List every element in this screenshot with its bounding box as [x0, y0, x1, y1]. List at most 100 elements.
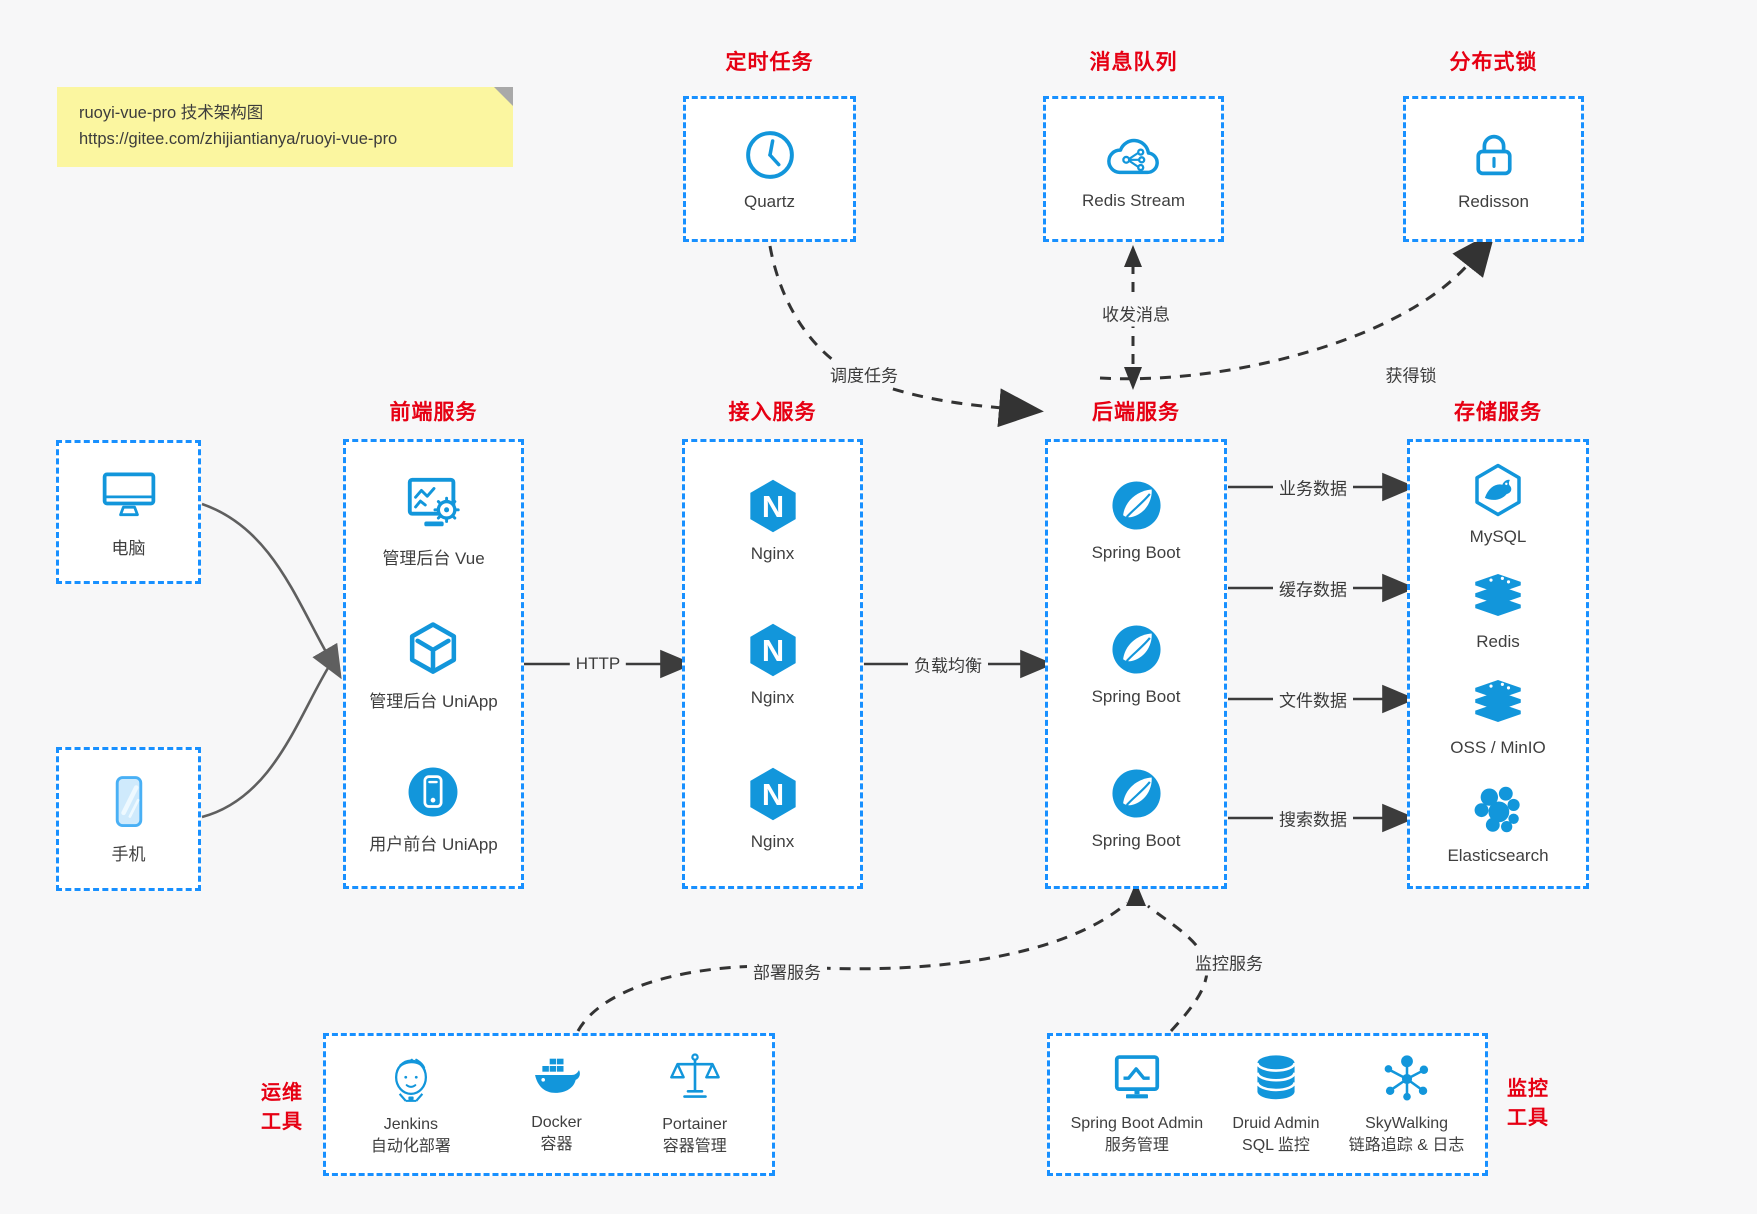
node-label: Redisson	[1458, 191, 1529, 211]
title-access-services: 接入服务	[728, 401, 817, 424]
node-admin-vue: 管理后台 Vue	[382, 473, 485, 569]
node-redisson: Redisson	[1458, 127, 1529, 212]
node-desc: 自动化部署	[370, 1138, 451, 1155]
node-label: 用户前台 UniApp	[369, 834, 498, 854]
node-label: 电脑	[111, 539, 146, 558]
node-desc: 链路追踪 & 日志	[1348, 1137, 1465, 1154]
node-label: Redis Stream	[1082, 190, 1185, 210]
nginx-icon	[744, 621, 802, 679]
cloud-stream-icon	[1102, 128, 1164, 182]
note-url: https://gitee.com/zhijiantianya/ruoyi-vu…	[79, 130, 398, 149]
node-phone: 手机	[100, 773, 158, 865]
spring-boot-icon	[1108, 477, 1165, 534]
box-redis-stream: Redis Stream	[1043, 96, 1224, 242]
node-admin-uniapp: 管理后台 UniApp	[369, 620, 498, 712]
node-label: OSS / MinIO	[1450, 737, 1546, 757]
mysql-icon	[1470, 462, 1526, 518]
box-frontend-services: 管理后台 Vue 管理后台 UniApp 用户前台 UniApp	[343, 439, 524, 889]
node-user-front-uniapp: 用户前台 UniApp	[369, 763, 498, 855]
node-spring-boot-2: Spring Boot	[1091, 621, 1181, 707]
druid-icon	[1249, 1052, 1303, 1106]
edge-label-http: HTTP	[569, 653, 627, 675]
user-front-phone-icon	[404, 763, 462, 821]
node-desc: SQL 监控	[1242, 1137, 1310, 1154]
title-distributed-lock: 分布式锁	[1449, 51, 1538, 74]
node-label: Elasticsearch	[1447, 846, 1549, 866]
box-backend-services: Spring Boot Spring Boot Spring Boot	[1045, 439, 1227, 889]
node-nginx-3: Nginx	[744, 765, 802, 852]
spring-boot-icon	[1108, 621, 1165, 678]
elasticsearch-icon	[1470, 785, 1526, 837]
node-name: Docker	[531, 1114, 582, 1132]
jenkins-icon	[383, 1051, 439, 1107]
redis-stack-icon	[1470, 574, 1526, 623]
node-docker: Docker 容器	[529, 1053, 585, 1155]
edge-label-business-data: 业务数据	[1273, 473, 1353, 501]
mobile-icon	[100, 773, 158, 831]
node-label: Spring Boot	[1091, 687, 1181, 706]
note-title: ruoyi-vue-pro 技术架构图	[79, 104, 264, 122]
title-ops-tools: 运维 工具	[250, 1079, 314, 1137]
side-title-line: 监控	[1507, 1078, 1549, 1100]
node-name: Jenkins	[383, 1116, 438, 1134]
box-redisson: Redisson	[1403, 96, 1584, 242]
spring-boot-icon	[1108, 765, 1165, 822]
side-title-line: 运维	[261, 1082, 303, 1104]
lock-icon	[1466, 127, 1522, 183]
node-name: Druid Admin	[1232, 1115, 1320, 1133]
edge-phone-to-frontend	[201, 662, 333, 819]
box-access-services: Nginx Nginx Nginx	[682, 439, 863, 889]
nginx-icon	[744, 477, 802, 535]
box-ops-tools: Jenkins 自动化部署 Docker 容器 Portainer 容器管理	[323, 1033, 775, 1176]
node-desc: 容器管理	[662, 1138, 727, 1155]
node-label: Nginx	[750, 831, 795, 851]
node-label: 管理后台 UniApp	[369, 691, 498, 711]
node-oss-minio: OSS / MinIO	[1450, 680, 1546, 758]
node-label: Redis	[1476, 632, 1520, 652]
node-portainer: Portainer 容器管理	[662, 1051, 727, 1157]
edge-deploy	[576, 901, 1128, 1032]
node-name: SkyWalking	[1365, 1115, 1449, 1133]
node-jenkins: Jenkins 自动化部署	[371, 1051, 451, 1157]
node-skywalking: SkyWalking 链路追踪 & 日志	[1348, 1052, 1465, 1156]
edge-label-file-data: 文件数据	[1273, 685, 1353, 713]
node-quartz: Quartz	[742, 127, 798, 212]
spring-boot-admin-icon	[1110, 1052, 1164, 1106]
title-scheduled-task: 定时任务	[725, 51, 814, 74]
edge-label-load-balance: 负载均衡	[908, 650, 988, 678]
node-redis: Redis	[1470, 574, 1526, 652]
node-label: Quartz	[743, 191, 796, 211]
node-desc: 容器	[540, 1136, 573, 1153]
node-spring-boot-1: Spring Boot	[1091, 477, 1181, 563]
node-desc: 服务管理	[1104, 1137, 1169, 1154]
node-label: Spring Boot	[1091, 543, 1181, 562]
node-elasticsearch: Elasticsearch	[1447, 785, 1549, 866]
node-computer: 电脑	[99, 465, 159, 559]
side-title-line: 工具	[261, 1111, 303, 1133]
edge-label-lock: 获得锁	[1379, 360, 1443, 388]
title-monitor-tools: 监控 工具	[1496, 1075, 1560, 1133]
uniapp-cube-icon	[404, 620, 462, 678]
node-label: Spring Boot	[1091, 831, 1181, 850]
node-mysql: MySQL	[1470, 462, 1526, 547]
node-spring-boot-admin: Spring Boot Admin 服务管理	[1071, 1052, 1203, 1156]
node-label: Nginx	[750, 543, 795, 563]
edge-label-monitor: 监控服务	[1189, 948, 1269, 976]
box-computer: 电脑	[56, 440, 201, 584]
node-label: Nginx	[750, 687, 795, 707]
title-storage-services: 存储服务	[1454, 401, 1542, 424]
title-backend-services: 后端服务	[1092, 401, 1180, 424]
sticky-note: ruoyi-vue-pro 技术架构图 https://gitee.com/zh…	[57, 87, 513, 167]
box-quartz: Quartz	[683, 96, 856, 242]
oss-stack-icon	[1470, 680, 1526, 729]
node-redis-stream: Redis Stream	[1082, 128, 1185, 211]
nginx-icon	[744, 765, 802, 823]
node-nginx-1: Nginx	[744, 477, 802, 564]
edge-label-deploy: 部署服务	[747, 957, 827, 985]
edge-label-schedule: 调度任务	[824, 360, 904, 388]
title-message-queue: 消息队列	[1089, 51, 1178, 74]
title-frontend-services: 前端服务	[389, 401, 478, 424]
box-phone: 手机	[56, 747, 201, 891]
desktop-icon	[99, 465, 159, 525]
